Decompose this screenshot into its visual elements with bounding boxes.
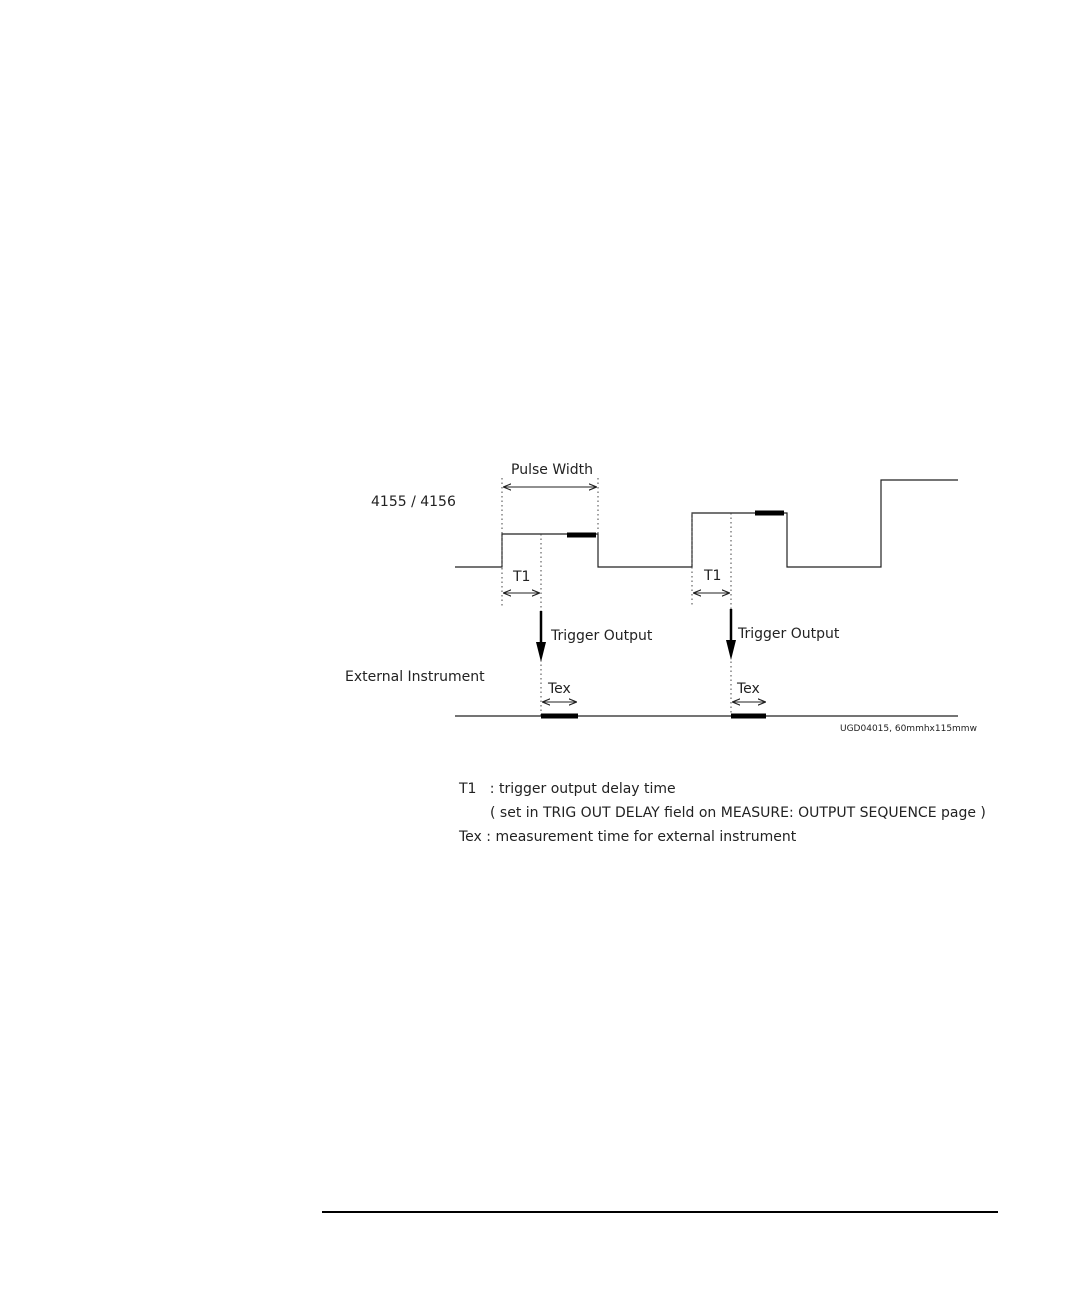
trigger-arrow-2-head xyxy=(726,640,736,660)
legend-tex: Tex : measurement time for external inst… xyxy=(458,829,797,845)
trigger-output-label-1: Trigger Output xyxy=(550,628,653,644)
tex-label-1: Tex xyxy=(547,681,571,697)
figure-id: UGD04015, 60mmhx115mmw xyxy=(840,724,977,734)
trigger-output-label-2: Trigger Output xyxy=(737,626,840,642)
tex-label-2: Tex xyxy=(736,681,760,697)
t1-label-1: T1 xyxy=(512,569,530,585)
trigger-arrow-1-head xyxy=(536,642,546,662)
legend-t1: T1 : trigger output delay time xyxy=(458,781,676,797)
pulse-width-label: Pulse Width xyxy=(511,462,593,478)
instrument-label: 4155 / 4156 xyxy=(371,494,456,510)
legend-t1-detail: ( set in TRIG OUT DELAY field on MEASURE… xyxy=(490,805,986,821)
instrument-waveform xyxy=(455,480,958,567)
t1-label-2: T1 xyxy=(703,568,721,584)
external-label: External Instrument xyxy=(345,669,485,685)
